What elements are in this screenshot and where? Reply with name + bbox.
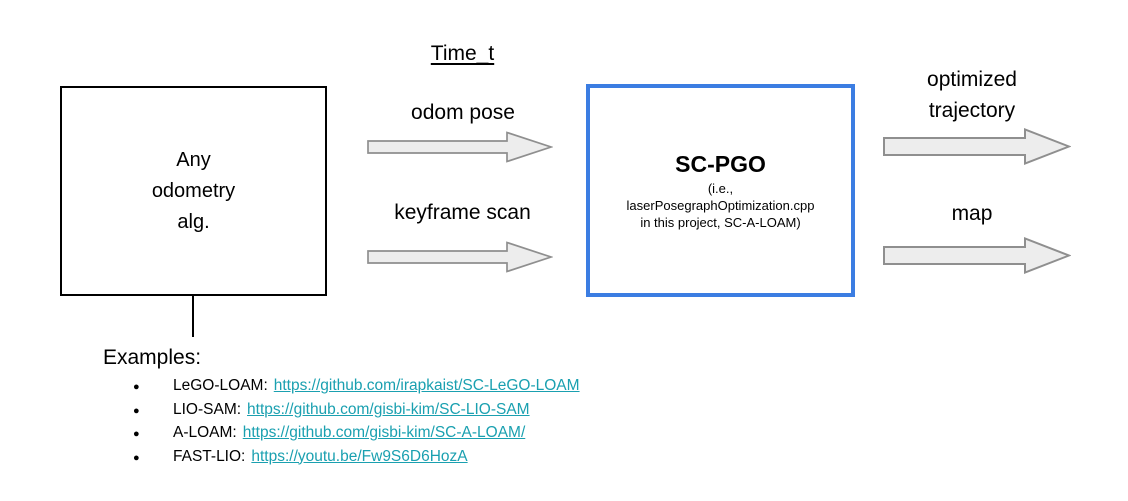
process-box-sc-pgo: SC-PGO (i.e., laserPosegraphOptimization… — [586, 84, 855, 297]
optimized-trajectory-arrow-icon — [883, 128, 1071, 165]
example-link-fast-lio[interactable]: https://youtu.be/Fw9S6D6HozA — [251, 447, 468, 465]
input-label-odom-pose: odom pose — [411, 101, 515, 124]
input-label-keyframe-scan: keyframe scan — [394, 201, 531, 224]
time-label: Time_t — [430, 42, 495, 65]
list-item: ● A-LOAM: https://github.com/gisbi-kim/S… — [133, 422, 733, 446]
output-label-optimized-trajectory: optimized trajectory — [927, 68, 1017, 122]
example-name: LeGO-LOAM: — [173, 377, 268, 394]
list-item: ● LIO-SAM: https://github.com/gisbi-kim/… — [133, 399, 733, 423]
list-item: ● LeGO-LOAM: https://github.com/irapkais… — [133, 375, 733, 399]
odom-pose-arrow-icon — [367, 131, 553, 163]
list-item: ● FAST-LIO: https://youtu.be/Fw9S6D6HozA — [133, 446, 733, 470]
source-box-text: Any odometry alg. — [151, 148, 236, 233]
source-box-any-odometry: Any odometry alg. — [60, 86, 327, 296]
example-link-lio-sam[interactable]: https://github.com/gisbi-kim/SC-LIO-SAM — [247, 400, 530, 418]
example-link-a-loam[interactable]: https://github.com/gisbi-kim/SC-A-LOAM/ — [242, 424, 526, 441]
connector-line — [192, 296, 194, 337]
bullet-icon: ● — [133, 404, 140, 417]
example-name: LIO-SAM: — [173, 400, 242, 418]
example-name: FAST-LIO: — [173, 447, 246, 465]
process-box-title: SC-PGO — [675, 150, 766, 177]
output-label-map: map — [951, 202, 993, 225]
process-box-subtitle-line2: laserPosegraphOptimization.cpp — [626, 197, 815, 213]
bullet-icon: ● — [133, 381, 140, 393]
process-box-subtitle-line1: (i.e., — [707, 180, 734, 196]
keyframe-scan-arrow-icon — [367, 241, 553, 273]
examples-heading: Examples: — [103, 346, 202, 369]
example-name: A-LOAM: — [173, 424, 237, 441]
examples-list: ● LeGO-LOAM: https://github.com/irapkais… — [133, 375, 733, 469]
example-link-lego-loam[interactable]: https://github.com/irapkaist/SC-LeGO-LOA… — [273, 377, 580, 394]
bullet-icon: ● — [133, 428, 140, 440]
bullet-icon: ● — [133, 451, 140, 464]
process-box-subtitle-line3: in this project, SC-A-LOAM) — [640, 214, 801, 230]
map-arrow-icon — [883, 237, 1071, 274]
